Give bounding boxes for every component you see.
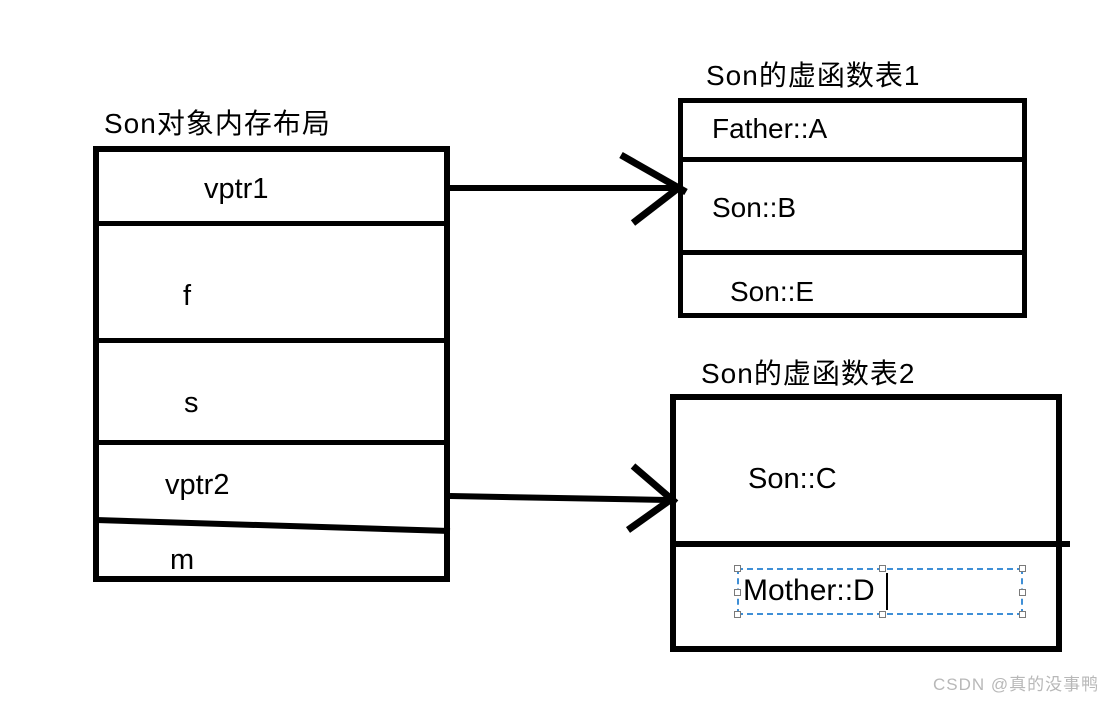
memory-box-divider-3 (93, 440, 450, 445)
vtable2-entry-mother-d[interactable]: Mother::D (743, 574, 875, 607)
selection-handle-n[interactable] (879, 565, 886, 572)
memory-box (93, 146, 450, 582)
memory-cell-vptr1: vptr1 (204, 173, 269, 205)
arrow2-barb-bottom (625, 495, 676, 533)
vtable1-divider-1 (678, 157, 1027, 162)
vtable2-entry-son-c: Son::C (748, 463, 837, 495)
vtable2-box (670, 394, 1062, 652)
text-caret (886, 573, 888, 610)
memory-box-divider-vptr2-m (95, 517, 451, 534)
arrow2-shaft (449, 493, 668, 503)
memory-box-divider-1 (93, 221, 450, 226)
arrow1-barb-top (619, 151, 688, 196)
csdn-watermark: CSDN @真的没事鸭 (933, 675, 1100, 694)
vtable1-entry-son-e: Son::E (730, 276, 815, 307)
memory-cell-vptr2: vptr2 (165, 469, 230, 501)
vtable1-title: Son的虚函数表1 (706, 60, 921, 91)
selection-handle-se[interactable] (1019, 611, 1026, 618)
selection-handle-nw[interactable] (734, 565, 741, 572)
vtable1-entry-father-a: Father::A (712, 113, 828, 144)
vtable1-box (678, 98, 1027, 318)
arrow1-barb-bottom (630, 183, 684, 226)
selection-handle-ne[interactable] (1019, 565, 1026, 572)
memory-box-title: Son对象内存布局 (104, 108, 331, 139)
vtable1-divider-2 (678, 250, 1027, 255)
vtable2-divider-1 (670, 541, 1070, 547)
text-selection-box[interactable]: Mother::D (734, 565, 1026, 618)
arrow-vptr1-to-vtable1-icon (450, 151, 688, 226)
selection-handle-w[interactable] (734, 589, 741, 596)
vtable2-title: Son的虚函数表2 (701, 358, 916, 389)
vtable1-entry-son-b: Son::B (712, 192, 797, 223)
selection-handle-s[interactable] (879, 611, 886, 618)
arrow-vptr2-to-vtable2-icon (449, 463, 679, 533)
selection-handle-sw[interactable] (734, 611, 741, 618)
memory-cell-s: s (184, 387, 199, 419)
memory-cell-m: m (170, 544, 195, 576)
selection-handle-e[interactable] (1019, 589, 1026, 596)
memory-box-divider-2 (93, 338, 450, 343)
memory-cell-f: f (183, 280, 192, 312)
